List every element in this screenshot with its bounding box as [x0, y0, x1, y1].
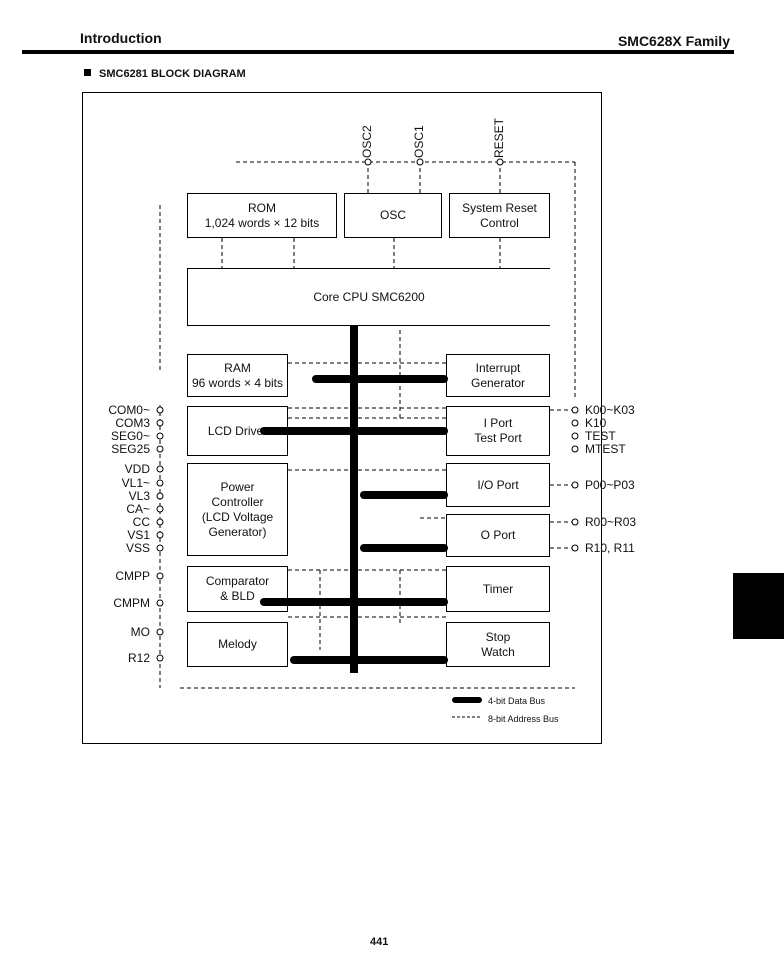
interrupt-generator-block: Interrupt Generator: [446, 354, 550, 397]
legend-address-bus: 8-bit Address Bus: [488, 714, 559, 724]
pin-vdd: VDD: [124, 462, 150, 476]
pin-reset: RESET: [492, 117, 506, 158]
pin-k00: K00~K03: [585, 403, 635, 417]
pin-r00: R00~R03: [585, 515, 637, 529]
pin-cmpp: CMPP: [115, 569, 150, 583]
pin-mtest: MTEST: [585, 442, 626, 456]
timer-block: Timer: [446, 566, 550, 612]
data-bus-oport: [360, 544, 448, 552]
pin-r12: R12: [127, 651, 150, 665]
osc-block: OSC: [344, 193, 442, 238]
rom-block: ROM 1,024 words × 12 bits: [187, 193, 337, 238]
i-port-block: I Port Test Port: [446, 406, 550, 456]
data-bus-melody-stopwatch: [290, 656, 448, 664]
pin-vl1: VL1~: [121, 476, 150, 490]
pin-mo: MO: [130, 625, 150, 639]
data-bus-lcd-iport: [260, 427, 448, 435]
pin-osc1: OSC1: [412, 125, 426, 158]
bullet-square-icon: [84, 69, 91, 76]
pin-cc: CC: [132, 515, 150, 529]
pin-com0: COM0~: [108, 403, 150, 417]
header-rule: [22, 50, 734, 54]
pin-seg25: SEG25: [111, 442, 150, 456]
power-controller-block: Power Controller (LCD Voltage Generator): [187, 463, 288, 556]
pin-test: TEST: [585, 429, 616, 443]
core-cpu-block: Core CPU SMC6200: [187, 268, 550, 326]
header-section: Introduction: [80, 30, 162, 46]
pin-vss: VSS: [125, 541, 150, 555]
section-title: SMC6281 BLOCK DIAGRAM: [84, 68, 246, 80]
data-bus-comparator-timer: [260, 598, 448, 606]
data-bus-ram-interrupt: [312, 375, 448, 383]
stop-watch-block: Stop Watch: [446, 622, 550, 667]
data-bus-vertical: [350, 325, 358, 673]
io-port-block: I/O Port: [446, 463, 550, 507]
header-family: SMC628X Family: [617, 33, 730, 49]
pin-vs1: VS1: [127, 528, 150, 542]
pin-p00: P00~P03: [585, 478, 635, 492]
data-bus-ioport: [360, 491, 448, 499]
system-reset-block: System Reset Control: [449, 193, 550, 238]
chapter-tab: [733, 573, 784, 639]
pin-cmpm: CMPM: [113, 596, 150, 610]
legend-data-bus: 4-bit Data Bus: [488, 696, 546, 706]
pin-osc2: OSC2: [360, 125, 374, 158]
pin-seg0: SEG0~: [110, 429, 150, 443]
ram-block: RAM 96 words × 4 bits: [187, 354, 288, 397]
o-port-block: O Port: [446, 514, 550, 557]
pin-ca: CA~: [126, 502, 150, 516]
diagram-frame: [82, 92, 602, 744]
pin-com3: COM3: [115, 416, 150, 430]
page-number: 441: [370, 936, 389, 948]
melody-block: Melody: [187, 622, 288, 667]
pin-r10: R10, R11: [585, 541, 635, 555]
section-title-text: SMC6281 BLOCK DIAGRAM: [99, 68, 246, 80]
lcd-driver-block: LCD Driver: [187, 406, 288, 456]
pin-vl3: VL3: [128, 489, 150, 503]
pin-k10: K10: [585, 416, 607, 430]
comparator-block: Comparator & BLD: [187, 566, 288, 612]
